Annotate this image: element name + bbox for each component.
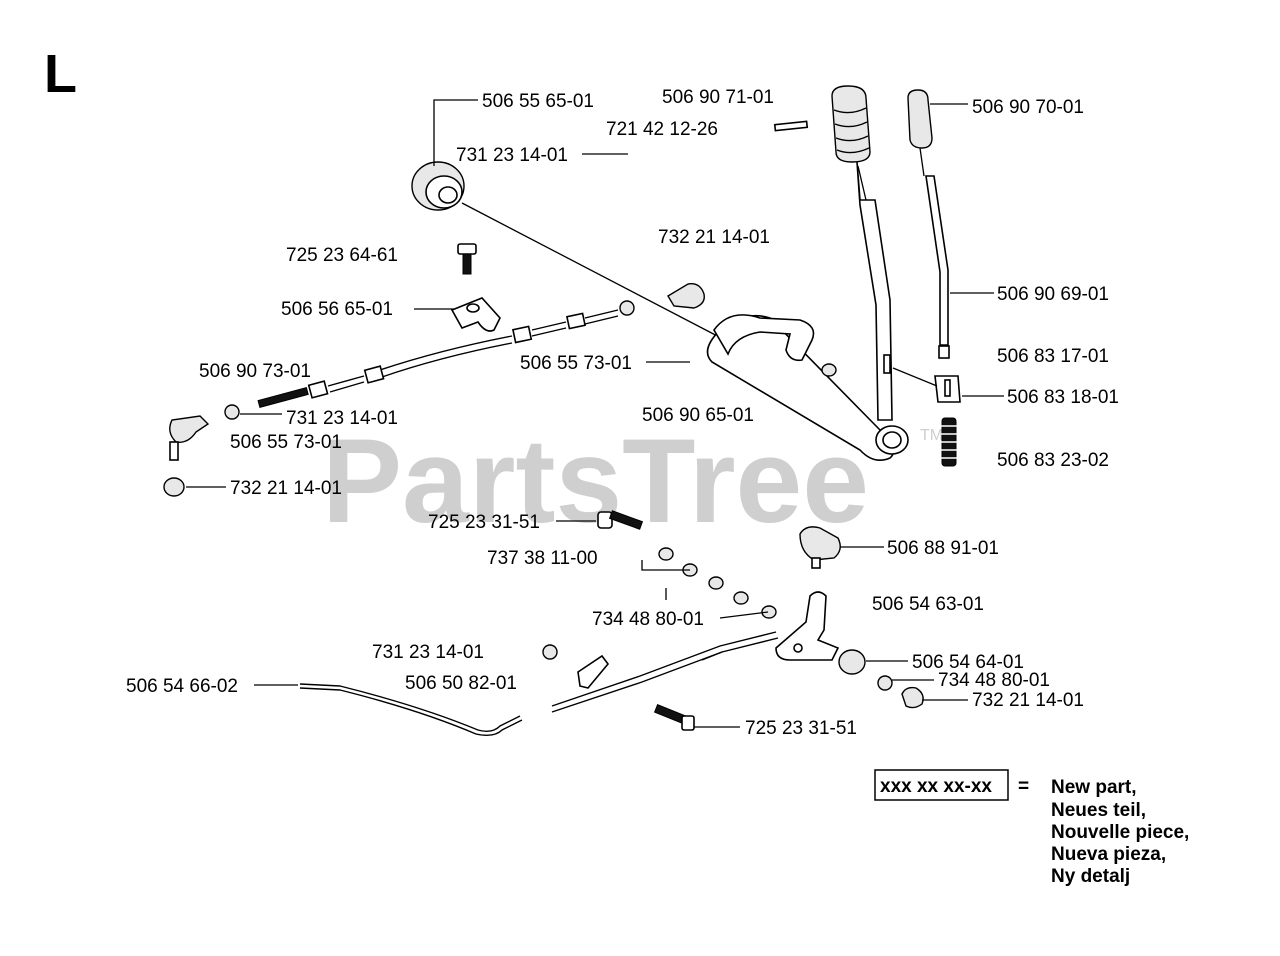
part-label: 506 54 63-01 (872, 594, 984, 615)
part-label: 725 23 31-51 (745, 718, 857, 739)
part-label: 732 21 14-01 (658, 227, 770, 248)
legend-equals: = (1018, 776, 1029, 797)
part-label: 506 55 65-01 (482, 91, 594, 112)
part-label: 506 88 91-01 (887, 538, 999, 559)
legend-box (874, 769, 1009, 801)
legend-line: Neues teil, (1051, 800, 1146, 821)
part-label: 506 55 73-01 (520, 353, 632, 374)
bracket-drawing (775, 526, 924, 709)
part-label: 506 83 23-02 (997, 450, 1109, 471)
part-drawings (163, 85, 961, 737)
part-label: 732 21 14-01 (972, 690, 1084, 711)
part-label: 506 90 69-01 (997, 284, 1109, 305)
part-label: 506 83 17-01 (997, 346, 1109, 367)
bushing-drawing (411, 161, 465, 211)
pin-drawing (773, 120, 809, 132)
part-label: 506 54 66-02 (126, 676, 238, 697)
lever-knob-drawing (831, 85, 871, 163)
watermark-text: PartsTree (322, 414, 869, 548)
part-labels: 506 55 65-01 506 90 71-01 721 42 12-26 7… (126, 87, 1119, 739)
part-label: 506 90 71-01 (662, 87, 774, 108)
lever-rod-drawing (856, 161, 893, 421)
part-label: 731 23 14-01 (456, 145, 568, 166)
watermark-tm: TM (920, 427, 943, 444)
upper-cable-drawing (163, 283, 705, 497)
part-label: 506 50 82-01 (405, 673, 517, 694)
legend: xxx xx xx-xx = New part, Neues teil, Nou… (874, 769, 1189, 887)
part-label: 506 56 65-01 (281, 299, 393, 320)
part-label: 725 23 31-51 (428, 512, 540, 533)
spring-clip-drawing (938, 345, 950, 359)
part-label: 734 48 80-01 (592, 609, 704, 630)
part-label: 737 38 11-00 (487, 548, 598, 569)
legend-line: Nueva pieza, (1051, 844, 1166, 865)
part-label: 506 55 73-01 (230, 432, 342, 453)
handle-grip-drawing (907, 89, 933, 177)
part-label: 731 23 14-01 (372, 642, 484, 663)
part-label: 734 48 80-01 (938, 670, 1050, 691)
part-label: 506 90 70-01 (972, 97, 1084, 118)
legend-line: New part, (1051, 777, 1137, 798)
part-label: 725 23 64-61 (286, 245, 398, 266)
clamp-bolt-drawing (450, 243, 501, 332)
lever-tube-drawing (706, 314, 909, 461)
part-label: 506 54 64-01 (912, 652, 1024, 673)
lower-hardware-drawing (597, 510, 777, 619)
part-label: 721 42 12-26 (606, 119, 718, 140)
legend-line: Ny detalj (1051, 866, 1130, 887)
part-label: 732 21 14-01 (230, 478, 342, 499)
lower-cable-drawing (299, 631, 779, 737)
part-label: 731 23 14-01 (286, 408, 398, 429)
part-label: 506 90 73-01 (199, 361, 311, 382)
section-letter: L (44, 44, 77, 104)
watermark: PartsTree TM (322, 414, 943, 548)
part-label: 506 83 18-01 (1007, 387, 1119, 408)
part-label: 506 90 65-01 (642, 405, 754, 426)
spring-drawing (941, 417, 957, 467)
legend-box-text: xxx xx xx-xx (880, 776, 992, 797)
leader-lines (186, 99, 1004, 728)
legend-line: Nouvelle piece, (1051, 822, 1189, 843)
rod-drawing (925, 175, 949, 346)
